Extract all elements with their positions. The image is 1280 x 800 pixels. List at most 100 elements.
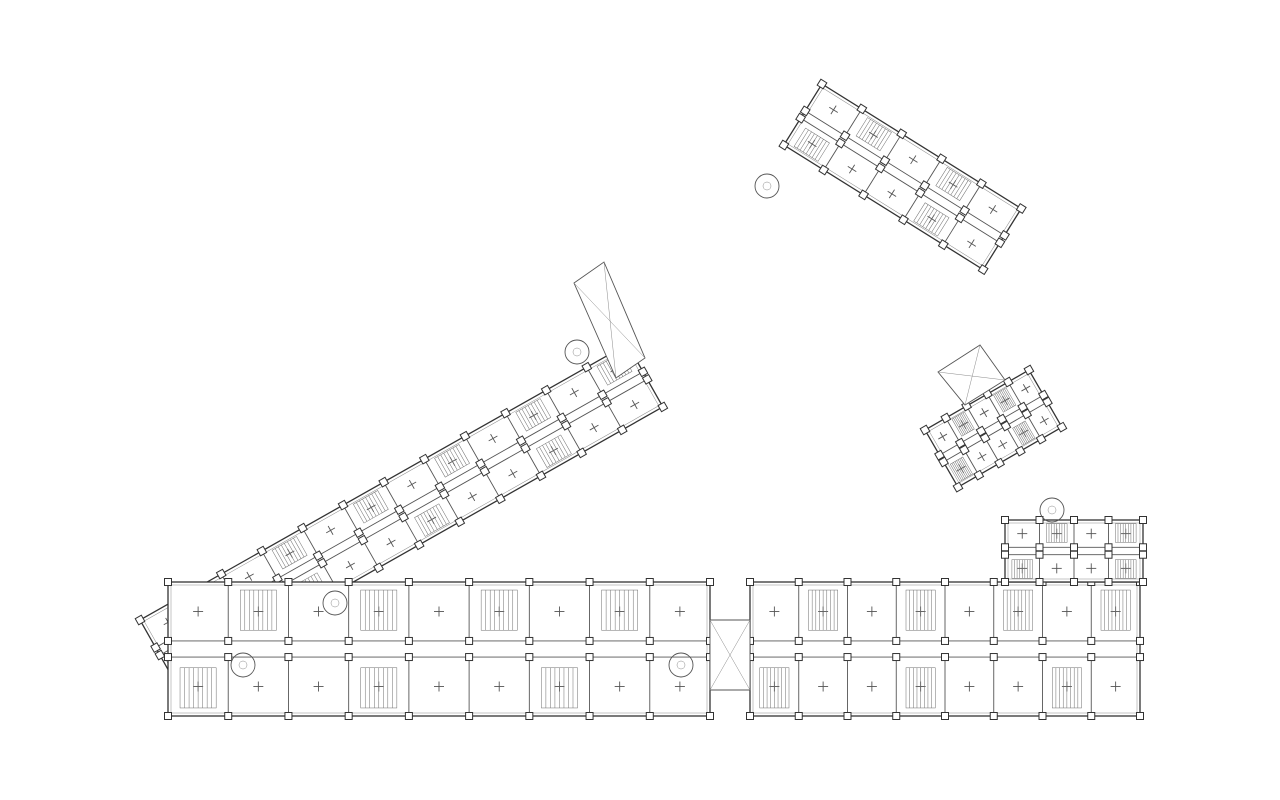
- pier: [347, 560, 354, 571]
- column: [941, 636, 949, 645]
- stair-tread: [1021, 422, 1033, 441]
- column: [465, 712, 474, 720]
- column: [154, 649, 166, 661]
- column: [224, 578, 233, 586]
- stair-tread: [281, 544, 293, 564]
- column: [540, 384, 552, 396]
- partition: [863, 167, 881, 196]
- column: [958, 444, 970, 456]
- stair: [935, 167, 972, 201]
- stair-tread: [796, 129, 809, 149]
- column: [164, 712, 172, 720]
- column: [576, 447, 588, 459]
- column: [1041, 396, 1053, 408]
- column: [645, 653, 654, 662]
- stair-tread: [873, 128, 886, 148]
- partition: [984, 437, 1000, 464]
- column: [941, 712, 949, 720]
- column: [637, 366, 649, 378]
- column: [1038, 636, 1047, 645]
- column: [645, 578, 654, 586]
- column: [525, 578, 534, 586]
- column: [316, 557, 328, 569]
- stair-tread: [954, 461, 966, 479]
- column: [892, 712, 901, 720]
- stair-tread: [944, 172, 957, 192]
- column: [919, 180, 931, 192]
- pier: [888, 189, 895, 199]
- column: [525, 636, 534, 645]
- column: [843, 712, 852, 720]
- column: [596, 389, 608, 401]
- stair-tread: [938, 169, 951, 188]
- column: [1035, 433, 1047, 445]
- stair-tread: [362, 498, 374, 519]
- corridor-wall: [800, 117, 1001, 244]
- stair-tread: [368, 495, 380, 515]
- column: [164, 653, 172, 662]
- column: [378, 476, 390, 488]
- partition: [966, 405, 982, 432]
- column: [941, 653, 949, 662]
- column: [1021, 408, 1033, 420]
- column: [1038, 712, 1047, 720]
- stair-tread: [959, 414, 970, 432]
- south-wing-right: [746, 578, 1144, 720]
- column: [465, 653, 474, 662]
- stair-tread: [861, 121, 874, 140]
- column: [150, 642, 162, 654]
- column: [404, 653, 413, 662]
- stair-tread: [950, 176, 963, 196]
- partition: [565, 425, 583, 454]
- pier: [490, 433, 496, 444]
- column: [479, 465, 491, 477]
- stair: [1115, 523, 1137, 543]
- partition: [464, 435, 481, 464]
- column: [465, 578, 474, 586]
- column: [1037, 389, 1049, 401]
- column: [973, 469, 985, 481]
- bridge-diagonal: [964, 344, 981, 406]
- stair-tread: [814, 141, 827, 160]
- column: [344, 636, 353, 645]
- bridge-diagonal: [603, 261, 617, 379]
- column: [1035, 550, 1044, 559]
- stair-tread: [934, 215, 947, 235]
- column: [657, 401, 669, 413]
- stair-tread: [374, 492, 386, 512]
- column: [892, 578, 901, 586]
- stair-tread: [356, 502, 368, 522]
- bridge-diagonal: [573, 282, 646, 359]
- column: [519, 442, 531, 454]
- partition: [484, 471, 501, 500]
- column: [134, 614, 146, 626]
- partition: [545, 389, 563, 418]
- stair-tread: [426, 510, 438, 530]
- stair-tread: [420, 514, 432, 534]
- partition: [383, 481, 400, 510]
- pier: [939, 432, 946, 442]
- spiral-stair-core: [330, 598, 340, 608]
- column: [1070, 550, 1078, 559]
- column: [794, 636, 803, 645]
- stair-tread: [959, 458, 970, 477]
- column: [818, 164, 830, 176]
- column: [879, 155, 891, 167]
- pier: [981, 408, 988, 418]
- pier: [989, 205, 996, 214]
- column: [1001, 550, 1009, 559]
- stair-tread: [1020, 423, 1031, 441]
- stair-tread: [554, 438, 566, 458]
- column: [959, 204, 971, 217]
- stair-tread: [542, 445, 554, 465]
- stair-tread: [931, 213, 944, 233]
- stair-tread: [957, 459, 969, 477]
- stair-tread: [922, 208, 935, 227]
- partition: [423, 458, 441, 487]
- stair-tread: [1001, 390, 1012, 408]
- stair-tread: [962, 412, 973, 431]
- column: [500, 407, 512, 419]
- column: [989, 578, 998, 586]
- column: [465, 636, 474, 645]
